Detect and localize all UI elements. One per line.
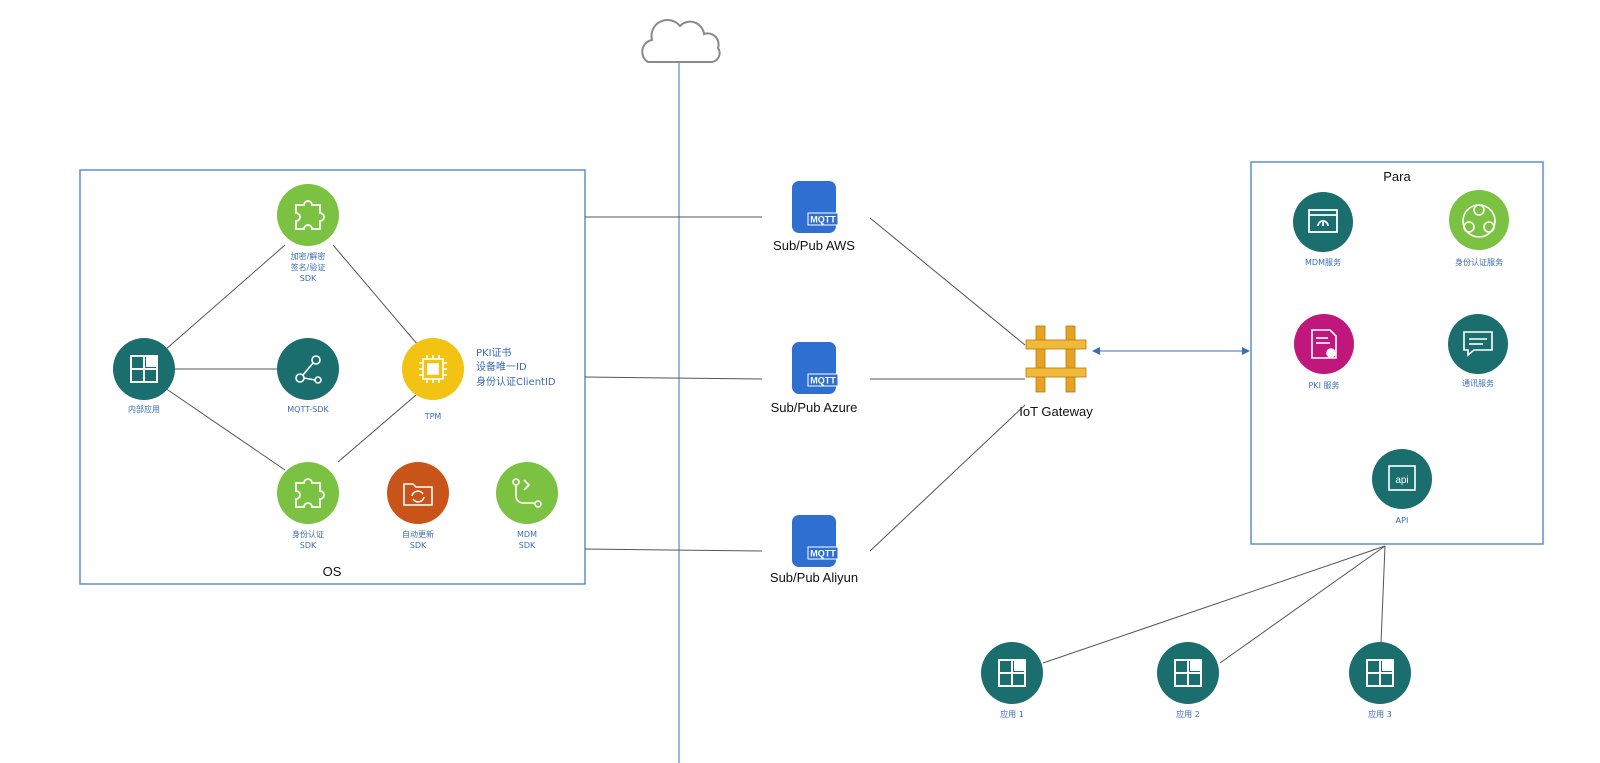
mqtt-broker-icon xyxy=(791,180,839,234)
auth-sdk-node[interactable]: 身份认证 SDK xyxy=(277,462,339,550)
app-2-label: 应用 2 xyxy=(1176,709,1200,719)
app-3-node[interactable]: 应用 3 xyxy=(1349,642,1411,719)
tpm-node[interactable]: TPM xyxy=(402,338,464,421)
crypto-sdk-label-3: SDK xyxy=(300,274,317,283)
mdm-sdk-label-2: SDK xyxy=(519,541,536,550)
app-2-node[interactable]: 应用 2 xyxy=(1157,642,1219,719)
mdm-sdk-node[interactable]: MDM SDK xyxy=(496,462,558,550)
broker-aws-label: Sub/Pub AWS xyxy=(773,238,855,253)
mdm-service-label: MDM服务 xyxy=(1305,257,1341,267)
broker-aliyun[interactable]: Sub/Pub Aliyun xyxy=(770,514,858,585)
app-1-node[interactable]: 应用 1 xyxy=(981,642,1043,719)
internal-app-label: 内部应用 xyxy=(128,404,160,414)
mqtt-sdk-label: MQTT-SDK xyxy=(287,405,329,414)
mdm-service-node[interactable]: MDM服务 xyxy=(1293,192,1353,267)
mqtt-broker-icon xyxy=(791,341,839,395)
para-box xyxy=(1250,161,1544,545)
cloud-icon xyxy=(641,19,721,63)
update-sdk-label-2: SDK xyxy=(410,541,427,550)
mqtt-broker-icon xyxy=(791,514,839,568)
pki-service-node[interactable]: PKI 服务 xyxy=(1294,314,1354,390)
internal-app-node[interactable]: 内部应用 xyxy=(113,338,175,414)
chip-icon xyxy=(419,355,447,383)
broker-aliyun-label: Sub/Pub Aliyun xyxy=(770,570,858,585)
tpm-note-2: 设备唯一ID xyxy=(476,360,527,373)
auth-sdk-label-2: SDK xyxy=(300,541,317,550)
api-node[interactable]: api API xyxy=(1372,449,1432,525)
update-sdk-label-1: 自动更新 xyxy=(402,529,434,539)
app-3-label: 应用 3 xyxy=(1368,709,1392,719)
auth-sdk-label-1: 身份认证 xyxy=(292,529,324,539)
msg-service-label: 通讯服务 xyxy=(1462,378,1494,388)
broker-gateway-links xyxy=(869,217,1026,552)
auth-service-node[interactable]: 身份认证服务 xyxy=(1449,190,1509,267)
mqtt-sdk-node[interactable]: MQTT-SDK xyxy=(277,338,339,414)
iot-gateway-label: IoT Gateway xyxy=(1019,404,1093,419)
app-1-label: 应用 1 xyxy=(1000,709,1024,719)
users-icon xyxy=(1462,204,1496,238)
broker-azure[interactable]: Sub/Pub Azure xyxy=(771,341,858,415)
broker-aws[interactable]: Sub/Pub AWS xyxy=(773,180,855,253)
tpm-label: TPM xyxy=(424,412,442,421)
chat-icon xyxy=(1463,331,1493,357)
broker-azure-label: Sub/Pub Azure xyxy=(771,400,858,415)
share-nodes-icon xyxy=(295,355,322,384)
api-badge: api xyxy=(1395,475,1408,486)
os-connectors xyxy=(164,244,419,471)
os-box-title: OS xyxy=(323,564,342,579)
para-box-title: Para xyxy=(1383,169,1411,184)
api-label: API xyxy=(1396,516,1409,525)
crypto-sdk-label-2: 签名/验证 xyxy=(291,262,326,272)
crypto-sdk-label-1: 加密/解密 xyxy=(291,251,326,261)
update-sdk-node[interactable]: 自动更新 SDK xyxy=(387,462,449,550)
crypto-sdk-node[interactable]: 加密/解密 签名/验证 SDK xyxy=(277,184,339,283)
api-gateway-icon xyxy=(1025,325,1087,393)
route-icon xyxy=(512,478,542,508)
msg-service-node[interactable]: 通讯服务 xyxy=(1448,314,1508,388)
pki-service-label: PKI 服务 xyxy=(1309,380,1340,390)
folder-sync-icon xyxy=(403,483,433,506)
para-app-links xyxy=(1042,545,1386,664)
mdm-sdk-label-1: MDM xyxy=(517,530,537,539)
tpm-note-3: 身份认证ClientID xyxy=(476,375,556,388)
os-broker-links xyxy=(584,216,763,552)
iot-gateway-node[interactable]: IoT Gateway xyxy=(1019,325,1093,419)
monitor-icon xyxy=(1308,209,1338,233)
tpm-note-1: PKI证书 xyxy=(476,347,512,359)
certificate-icon xyxy=(1311,329,1337,359)
auth-service-label: 身份认证服务 xyxy=(1455,257,1503,267)
api-doc-icon: api xyxy=(1388,465,1416,491)
gateway-para-arrow xyxy=(1092,347,1250,355)
